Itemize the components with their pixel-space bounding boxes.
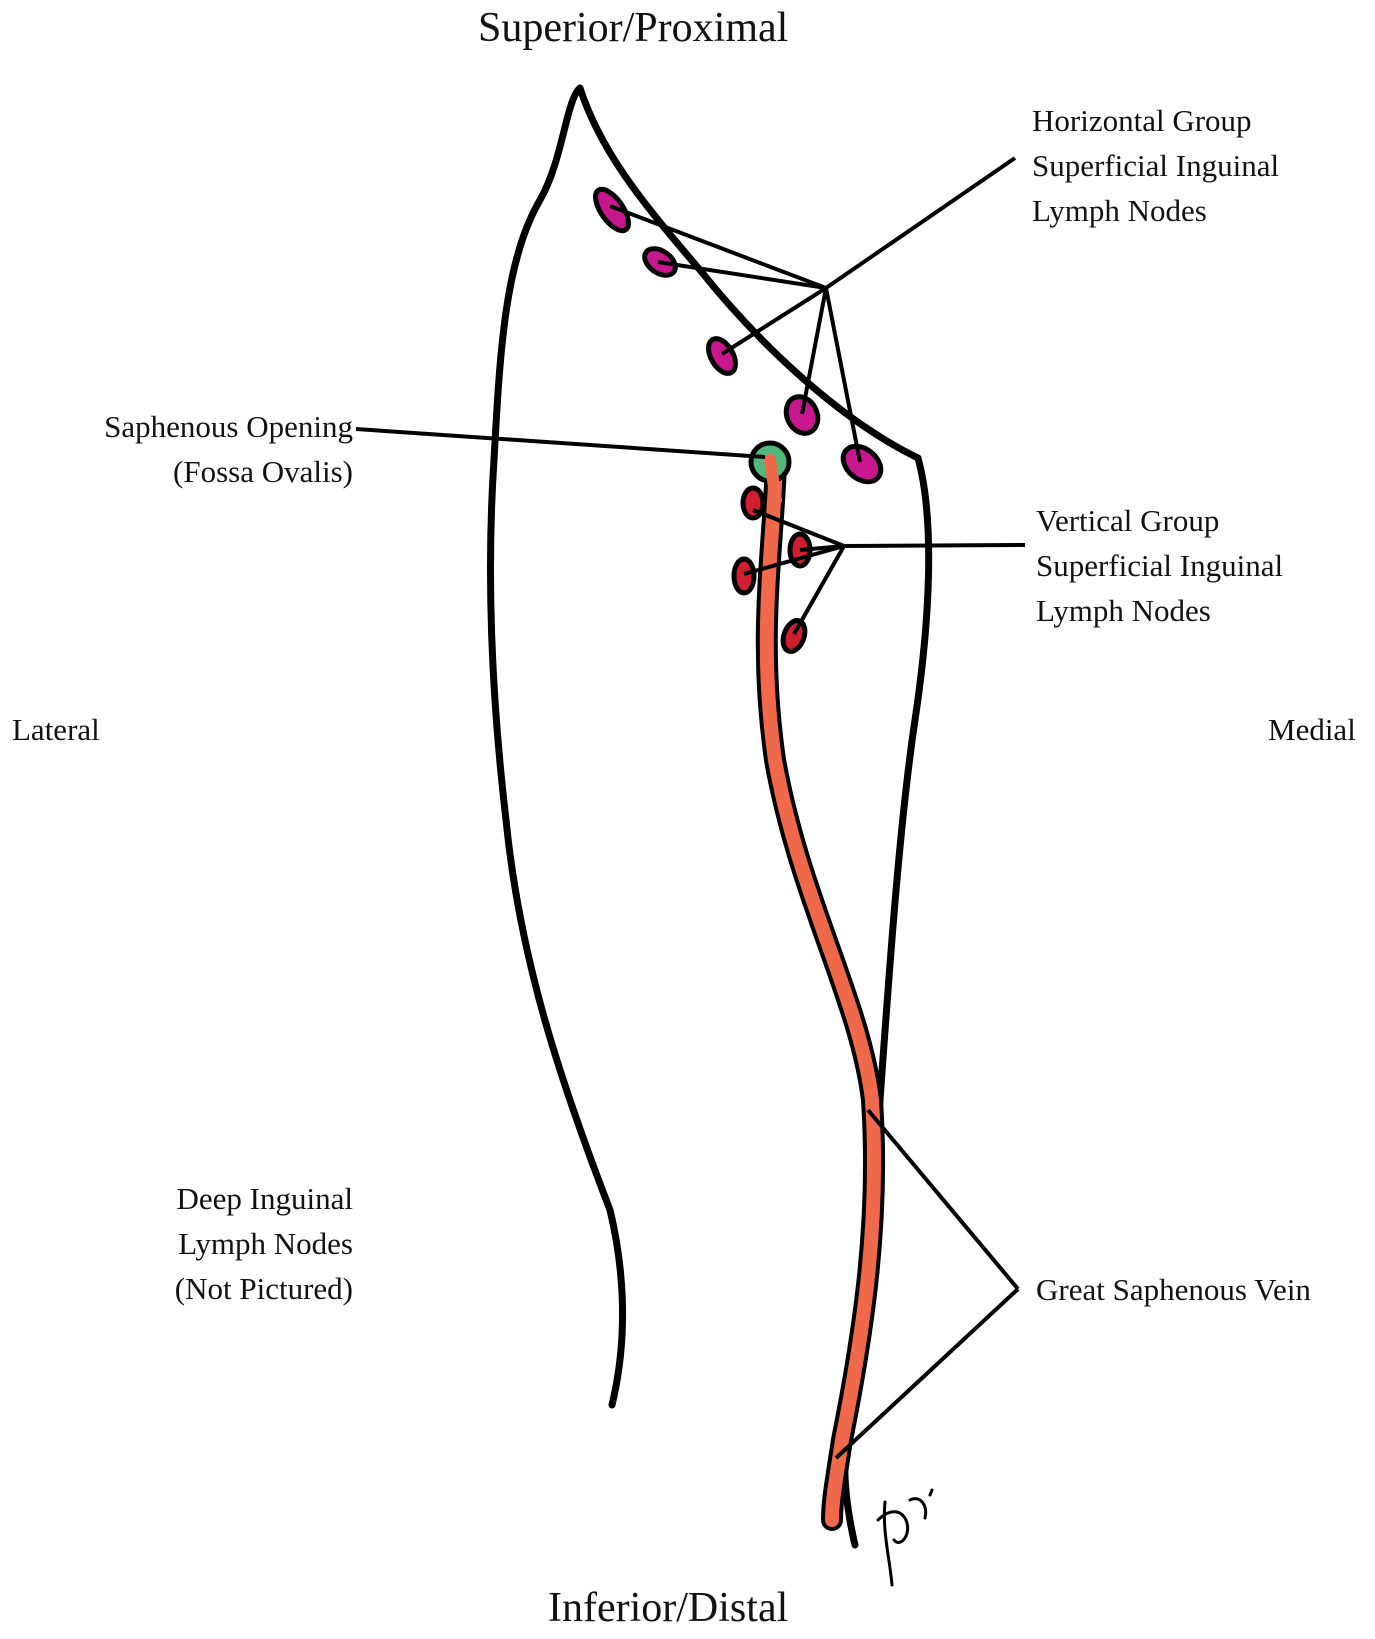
- vertical-group-label: Vertical Group Superficial Inguinal Lymp…: [1036, 498, 1283, 633]
- vertical-group-label-line-1: Vertical Group: [1036, 498, 1283, 543]
- horizontal-node-5: [836, 439, 887, 489]
- vertical-group-label-line-3: Lymph Nodes: [1036, 588, 1283, 633]
- leg-outline-lateral: [490, 88, 622, 1405]
- vein-top: [770, 460, 776, 500]
- horizontal-node-3: [703, 334, 741, 378]
- horizontal-node-4: [780, 391, 823, 438]
- vertical-node-4: [779, 618, 809, 655]
- horizontal-node-1: [589, 184, 635, 236]
- deep-inguinal-label-line-1: Deep Inguinal: [175, 1176, 353, 1221]
- deep-inguinal-label: Deep Inguinal Lymph Nodes (Not Pictured): [175, 1176, 353, 1311]
- vertical-group-label-line-2: Superficial Inguinal: [1036, 543, 1283, 588]
- deep-inguinal-label-line-2: Lymph Nodes: [175, 1221, 353, 1266]
- medial-label: Medial: [1268, 712, 1356, 748]
- lateral-label: Lateral: [12, 712, 100, 748]
- inferior-label: Inferior/Distal: [548, 1584, 788, 1632]
- great-saphenous-vein-fill: [767, 465, 874, 1520]
- vertical-group-leaders: [744, 510, 1025, 634]
- horizontal-group-label-line-2: Superficial Inguinal: [1032, 143, 1279, 188]
- saphenous-opening-label-line-2: (Fossa Ovalis): [104, 449, 353, 494]
- vertical-node-3: [734, 559, 754, 593]
- superior-label: Superior/Proximal: [478, 4, 788, 52]
- leg-outline-groin: [580, 88, 918, 458]
- great-saphenous-vein-label: Great Saphenous Vein: [1036, 1267, 1311, 1312]
- horizontal-group-label-line-3: Lymph Nodes: [1032, 188, 1279, 233]
- horizontal-group-label: Horizontal Group Superficial Inguinal Ly…: [1032, 98, 1279, 233]
- horizontal-group-label-line-1: Horizontal Group: [1032, 98, 1279, 143]
- deep-inguinal-label-line-3: (Not Pictured): [175, 1266, 353, 1311]
- saphenous-opening-label-line-1: Saphenous Opening: [104, 404, 353, 449]
- artist-signature: [878, 1490, 932, 1585]
- saphenous-opening-label: Saphenous Opening (Fossa Ovalis): [104, 404, 353, 494]
- saphenous-opening-leader: [356, 429, 765, 457]
